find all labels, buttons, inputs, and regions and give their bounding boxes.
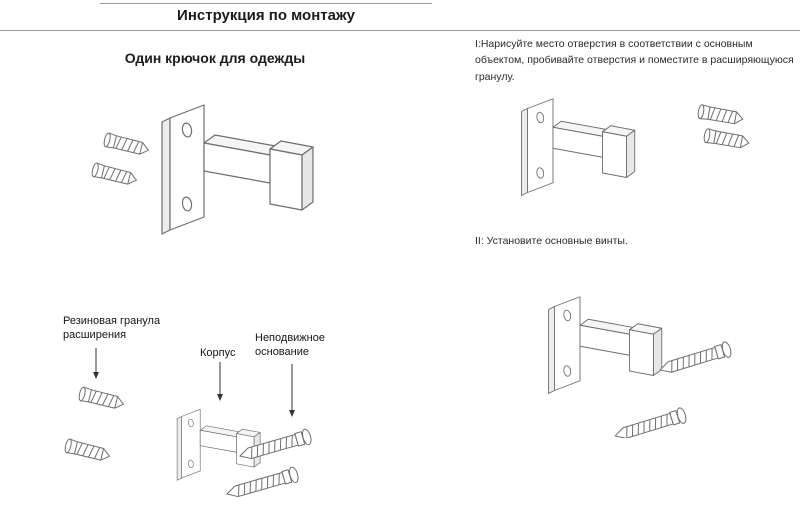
step-2-illustration <box>548 296 734 438</box>
top-divider <box>100 3 432 4</box>
wall-hook-drawing <box>548 296 663 394</box>
step-1-text: I:Нарисуйте место отверстия в соответств… <box>475 38 794 83</box>
wall-hook-drawing <box>176 409 261 481</box>
label-body: Корпус <box>200 347 236 359</box>
expansion-anchor-icon <box>77 385 126 412</box>
label-fixed-base: Неподвижное основание <box>255 332 325 359</box>
wall-hook-drawing <box>161 104 314 235</box>
main-hook-illustration <box>90 104 314 235</box>
header-divider <box>0 30 800 31</box>
page-title: Инструкция по монтажу <box>177 7 355 24</box>
step-1-illustration <box>521 98 751 196</box>
expansion-anchor-icon <box>102 131 151 158</box>
product-subtitle: Один крючок для одежды <box>124 50 306 66</box>
wall-hook-drawing <box>521 98 636 196</box>
expansion-anchor-icon <box>90 161 139 188</box>
screw-icon <box>657 340 734 379</box>
screw-icon <box>612 406 689 438</box>
screw-icon <box>224 465 301 503</box>
parts-diagram <box>63 348 314 503</box>
step-2-text: II: Установите основные винты. <box>475 235 628 247</box>
label-expansion-plug: Резиновая гранула расширения <box>63 315 161 342</box>
expansion-anchor-icon <box>696 103 745 127</box>
expansion-anchor-icon <box>702 127 751 151</box>
expansion-anchor-icon <box>63 437 112 464</box>
